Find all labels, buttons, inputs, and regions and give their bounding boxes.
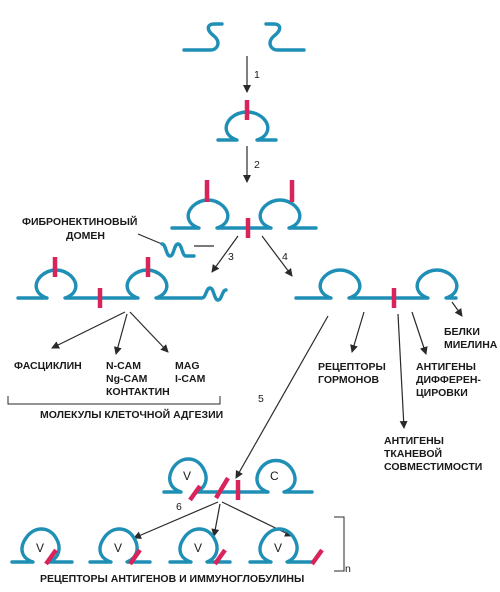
arrow-to-ncam: [113, 313, 128, 355]
receptor-variant-3: V: [168, 527, 232, 566]
step-5-label: 5: [258, 393, 264, 405]
n-bracket: [334, 516, 345, 572]
adhesion-molecule: [16, 257, 228, 308]
ncam-label: N-CAM Ng-CAM КОНТАКТИН: [106, 360, 170, 398]
receptor-variant-1: V: [10, 527, 74, 566]
disulfide-bond: [44, 548, 58, 566]
disulfide-bond: [213, 548, 227, 566]
fasciclin-label: ФАСЦИКЛИН: [14, 360, 82, 372]
arrow-step-5: [235, 315, 329, 479]
two-domain-molecule: [170, 180, 318, 238]
step-1-label: 1: [254, 69, 260, 81]
mag-label: MAG I-CAM: [175, 360, 206, 385]
arrow-to-hormone-receptors: [350, 311, 365, 353]
arrow-to-myelin: [451, 301, 463, 317]
disulfide-bond: [128, 548, 142, 566]
fibronectin-pointer: [137, 233, 163, 245]
domain-v-label: V: [183, 469, 191, 483]
adhesion-molecules-label: МОЛЕКУЛЫ КЛЕТОЧНОЙ АДГЕЗИИ: [40, 408, 223, 421]
domain-c-label: C: [270, 469, 279, 483]
disulfide-bond: [310, 548, 324, 566]
fibronectin-domain-label: ФИБРОНЕКТИНОВЫЙ ДОМЕН: [22, 215, 140, 242]
domain-v-label: V: [36, 541, 44, 555]
domain-v-label: V: [194, 541, 202, 555]
arrow-to-fasciclin: [51, 311, 126, 349]
hormone-receptors-label: РЕЦЕПТОРЫ ГОРМОНОВ: [318, 361, 389, 386]
arrow-step-4: [261, 235, 293, 277]
domain-v-label: V: [114, 541, 122, 555]
adhesion-bracket: [7, 396, 221, 405]
arrow-step-6-a: [133, 501, 219, 539]
vc-domain-molecule: V C: [162, 457, 314, 502]
disulfide-bond: [188, 484, 202, 502]
domain-v-label: V: [274, 541, 282, 555]
single-domain: [216, 100, 278, 142]
arrow-to-histocompatibility: [397, 313, 408, 429]
primordial-half-domains: [182, 22, 306, 52]
arrow-step-6-b: [211, 503, 221, 537]
differentiation-antigens-label: АНТИГЕНЫ ДИФФЕРЕН- ЦИРОВКИ: [416, 361, 484, 399]
step-4-label: 4: [282, 251, 288, 263]
receptor-variant-4: V: [248, 527, 324, 566]
histocompatibility-antigens-label: АНТИГЕНЫ ТКАНЕВОЙ СОВМЕСТИМОСТИ: [384, 435, 482, 473]
receptor-molecule: [294, 268, 459, 308]
n-label: n: [345, 563, 351, 575]
arrow-to-mag: [129, 311, 169, 353]
fibronectin-domain-small: [160, 242, 196, 258]
step-2-label: 2: [254, 159, 260, 171]
disulfide-bond: [214, 476, 230, 500]
step-3-label: 3: [228, 251, 234, 263]
arrow-to-differentiation: [411, 311, 428, 355]
step-6-label: 6: [176, 501, 182, 513]
arrow-step-6-c: [221, 501, 293, 537]
antigen-receptors-label: РЕЦЕПТОРЫ АНТИГЕНОВ И ИММУНОГЛОБУЛИНЫ: [40, 573, 304, 585]
myelin-proteins-label: БЕЛКИ МИЕЛИНА: [444, 326, 498, 351]
receptor-variant-2: V: [88, 527, 152, 566]
arrow-step-3: [211, 235, 239, 273]
